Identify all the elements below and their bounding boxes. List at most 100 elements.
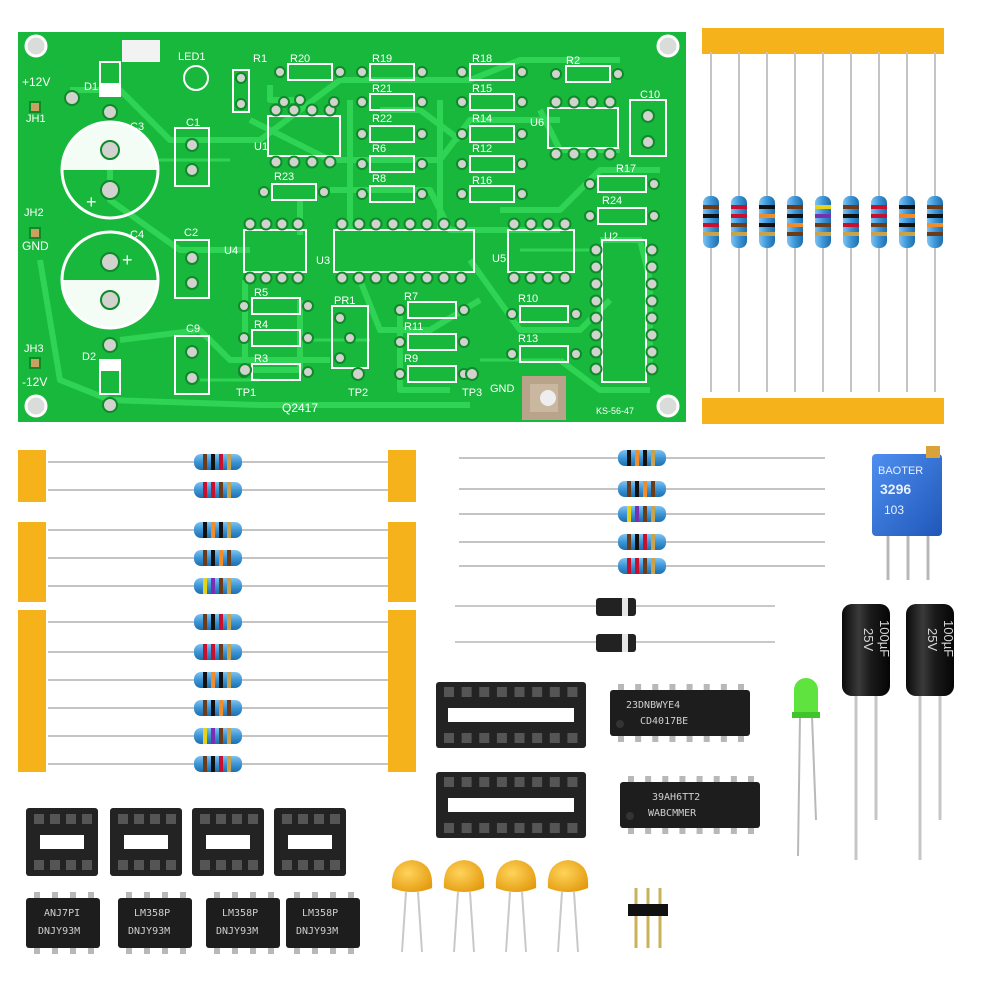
silk-d1: D1 bbox=[84, 81, 98, 93]
silk-tp1: TP1 bbox=[236, 387, 256, 399]
dip8-socket bbox=[26, 808, 98, 876]
cap2-voltage: 25V bbox=[925, 628, 940, 651]
lm358-chip-2: LM358P DNJY93M bbox=[118, 892, 192, 954]
silk-r15: R15 bbox=[472, 83, 492, 95]
resistor bbox=[459, 506, 825, 522]
silk-r10: R10 bbox=[518, 293, 538, 305]
cd4017-1-line2: CD4017BE bbox=[640, 716, 688, 727]
resistor bbox=[927, 52, 943, 392]
resistor bbox=[459, 558, 825, 574]
resistor bbox=[48, 578, 388, 594]
vertical-resistors bbox=[703, 52, 943, 392]
silk-r24: R24 bbox=[602, 195, 622, 207]
resistor bbox=[48, 672, 388, 688]
silk-u2: U2 bbox=[604, 231, 618, 243]
silk-r5: R5 bbox=[254, 287, 268, 299]
silk-r7: R7 bbox=[404, 291, 418, 303]
resistor bbox=[731, 52, 747, 392]
electrolytic-capacitor-2: 100µF 25V bbox=[906, 604, 956, 860]
resistor bbox=[815, 52, 831, 392]
lm358-chip-4: LM358P DNJY93M bbox=[286, 892, 360, 954]
diodes bbox=[455, 598, 775, 652]
cap2-value: 100µF bbox=[941, 620, 956, 657]
pcb-board: + + bbox=[18, 32, 686, 422]
pot-model: 3296 bbox=[880, 481, 911, 497]
cd4017-chip-2: 39AH6TT2 WABCMMER bbox=[620, 776, 760, 834]
resistor bbox=[48, 454, 388, 470]
c3-footprint: + bbox=[60, 120, 160, 220]
silk-gnd: GND bbox=[22, 239, 49, 253]
resistor bbox=[48, 728, 388, 744]
dip8-sockets bbox=[26, 808, 346, 876]
resistor bbox=[703, 52, 719, 392]
ceramic-capacitor bbox=[495, 860, 537, 953]
ic-pads bbox=[238, 66, 660, 380]
resistor bbox=[759, 52, 775, 392]
resistor bbox=[48, 522, 388, 538]
pin-header bbox=[628, 888, 668, 948]
silk-c9: C9 bbox=[186, 323, 200, 335]
dip16-socket-1 bbox=[436, 682, 586, 748]
ic-footprints bbox=[243, 107, 647, 383]
tape-bottom bbox=[702, 398, 944, 424]
resistor bbox=[48, 550, 388, 566]
silk-c3: C3 bbox=[130, 121, 144, 133]
ceramic-capacitor bbox=[547, 860, 589, 953]
cap1-value: 100µF bbox=[877, 620, 892, 657]
tape-top bbox=[702, 28, 944, 54]
lm358-chip-1: ANJ7PI DNJY93M bbox=[26, 892, 100, 954]
silk-d2: D2 bbox=[82, 351, 96, 363]
lm358-3-line1: LM358P bbox=[222, 908, 258, 919]
silk-r2: R2 bbox=[566, 55, 580, 67]
silk-u5: U5 bbox=[492, 253, 506, 265]
silk-jh3: JH3 bbox=[24, 343, 44, 355]
lm358-4-line1: LM358P bbox=[302, 908, 338, 919]
silk-u3: U3 bbox=[316, 255, 330, 267]
ceramic-capacitors bbox=[391, 860, 589, 953]
dip8-socket bbox=[274, 808, 346, 876]
resistor bbox=[48, 644, 388, 660]
silk-minus12v: -12V bbox=[22, 375, 47, 389]
silk-u6: U6 bbox=[530, 117, 544, 129]
resistor-footprints bbox=[251, 63, 647, 383]
pot-brand: BAOTER bbox=[878, 465, 923, 477]
silk-r3: R3 bbox=[254, 353, 268, 365]
middle-resistors bbox=[459, 450, 825, 574]
small-cap-footprints bbox=[174, 69, 667, 395]
silk-tp3: TP3 bbox=[462, 387, 482, 399]
lm358-4-line2: DNJY93M bbox=[296, 926, 338, 937]
silk-jh2: JH2 bbox=[24, 207, 44, 219]
silk-r9: R9 bbox=[404, 353, 418, 365]
lm358-3-line2: DNJY93M bbox=[216, 926, 258, 937]
silk-r8: R8 bbox=[372, 173, 386, 185]
dip16-socket-2 bbox=[436, 772, 586, 838]
trimmer-potentiometer: BAOTER 3296 103 bbox=[872, 446, 942, 580]
resistor bbox=[459, 450, 825, 466]
cd4017-2-line1: 39AH6TT2 bbox=[652, 792, 700, 803]
ceramic-capacitor bbox=[391, 860, 433, 953]
silk-jh1: JH1 bbox=[26, 113, 46, 125]
silk-r19: R19 bbox=[372, 53, 392, 65]
lm358-2-line2: DNJY93M bbox=[128, 926, 170, 937]
silk-u4: U4 bbox=[224, 245, 238, 257]
silk-r18: R18 bbox=[472, 53, 492, 65]
resistor bbox=[459, 534, 825, 550]
silk-c10: C10 bbox=[640, 89, 660, 101]
silk-led1: LED1 bbox=[178, 51, 206, 63]
silk-r13: R13 bbox=[518, 333, 538, 345]
pot-value: 103 bbox=[884, 503, 904, 517]
dip8-socket bbox=[192, 808, 264, 876]
cd4017-1-line1: 23DNBWYE4 bbox=[626, 700, 680, 711]
test-points bbox=[29, 101, 479, 381]
silk-r23: R23 bbox=[274, 171, 294, 183]
resistor bbox=[48, 482, 388, 498]
ceramic-capacitor bbox=[443, 860, 485, 953]
silk-u1: U1 bbox=[254, 141, 268, 153]
resistor-tape-vertical bbox=[702, 28, 944, 424]
silk-r22: R22 bbox=[372, 113, 392, 125]
resistor bbox=[48, 756, 388, 772]
silk-c4: C4 bbox=[130, 229, 144, 241]
resistor bbox=[48, 700, 388, 716]
resistor bbox=[899, 52, 915, 392]
